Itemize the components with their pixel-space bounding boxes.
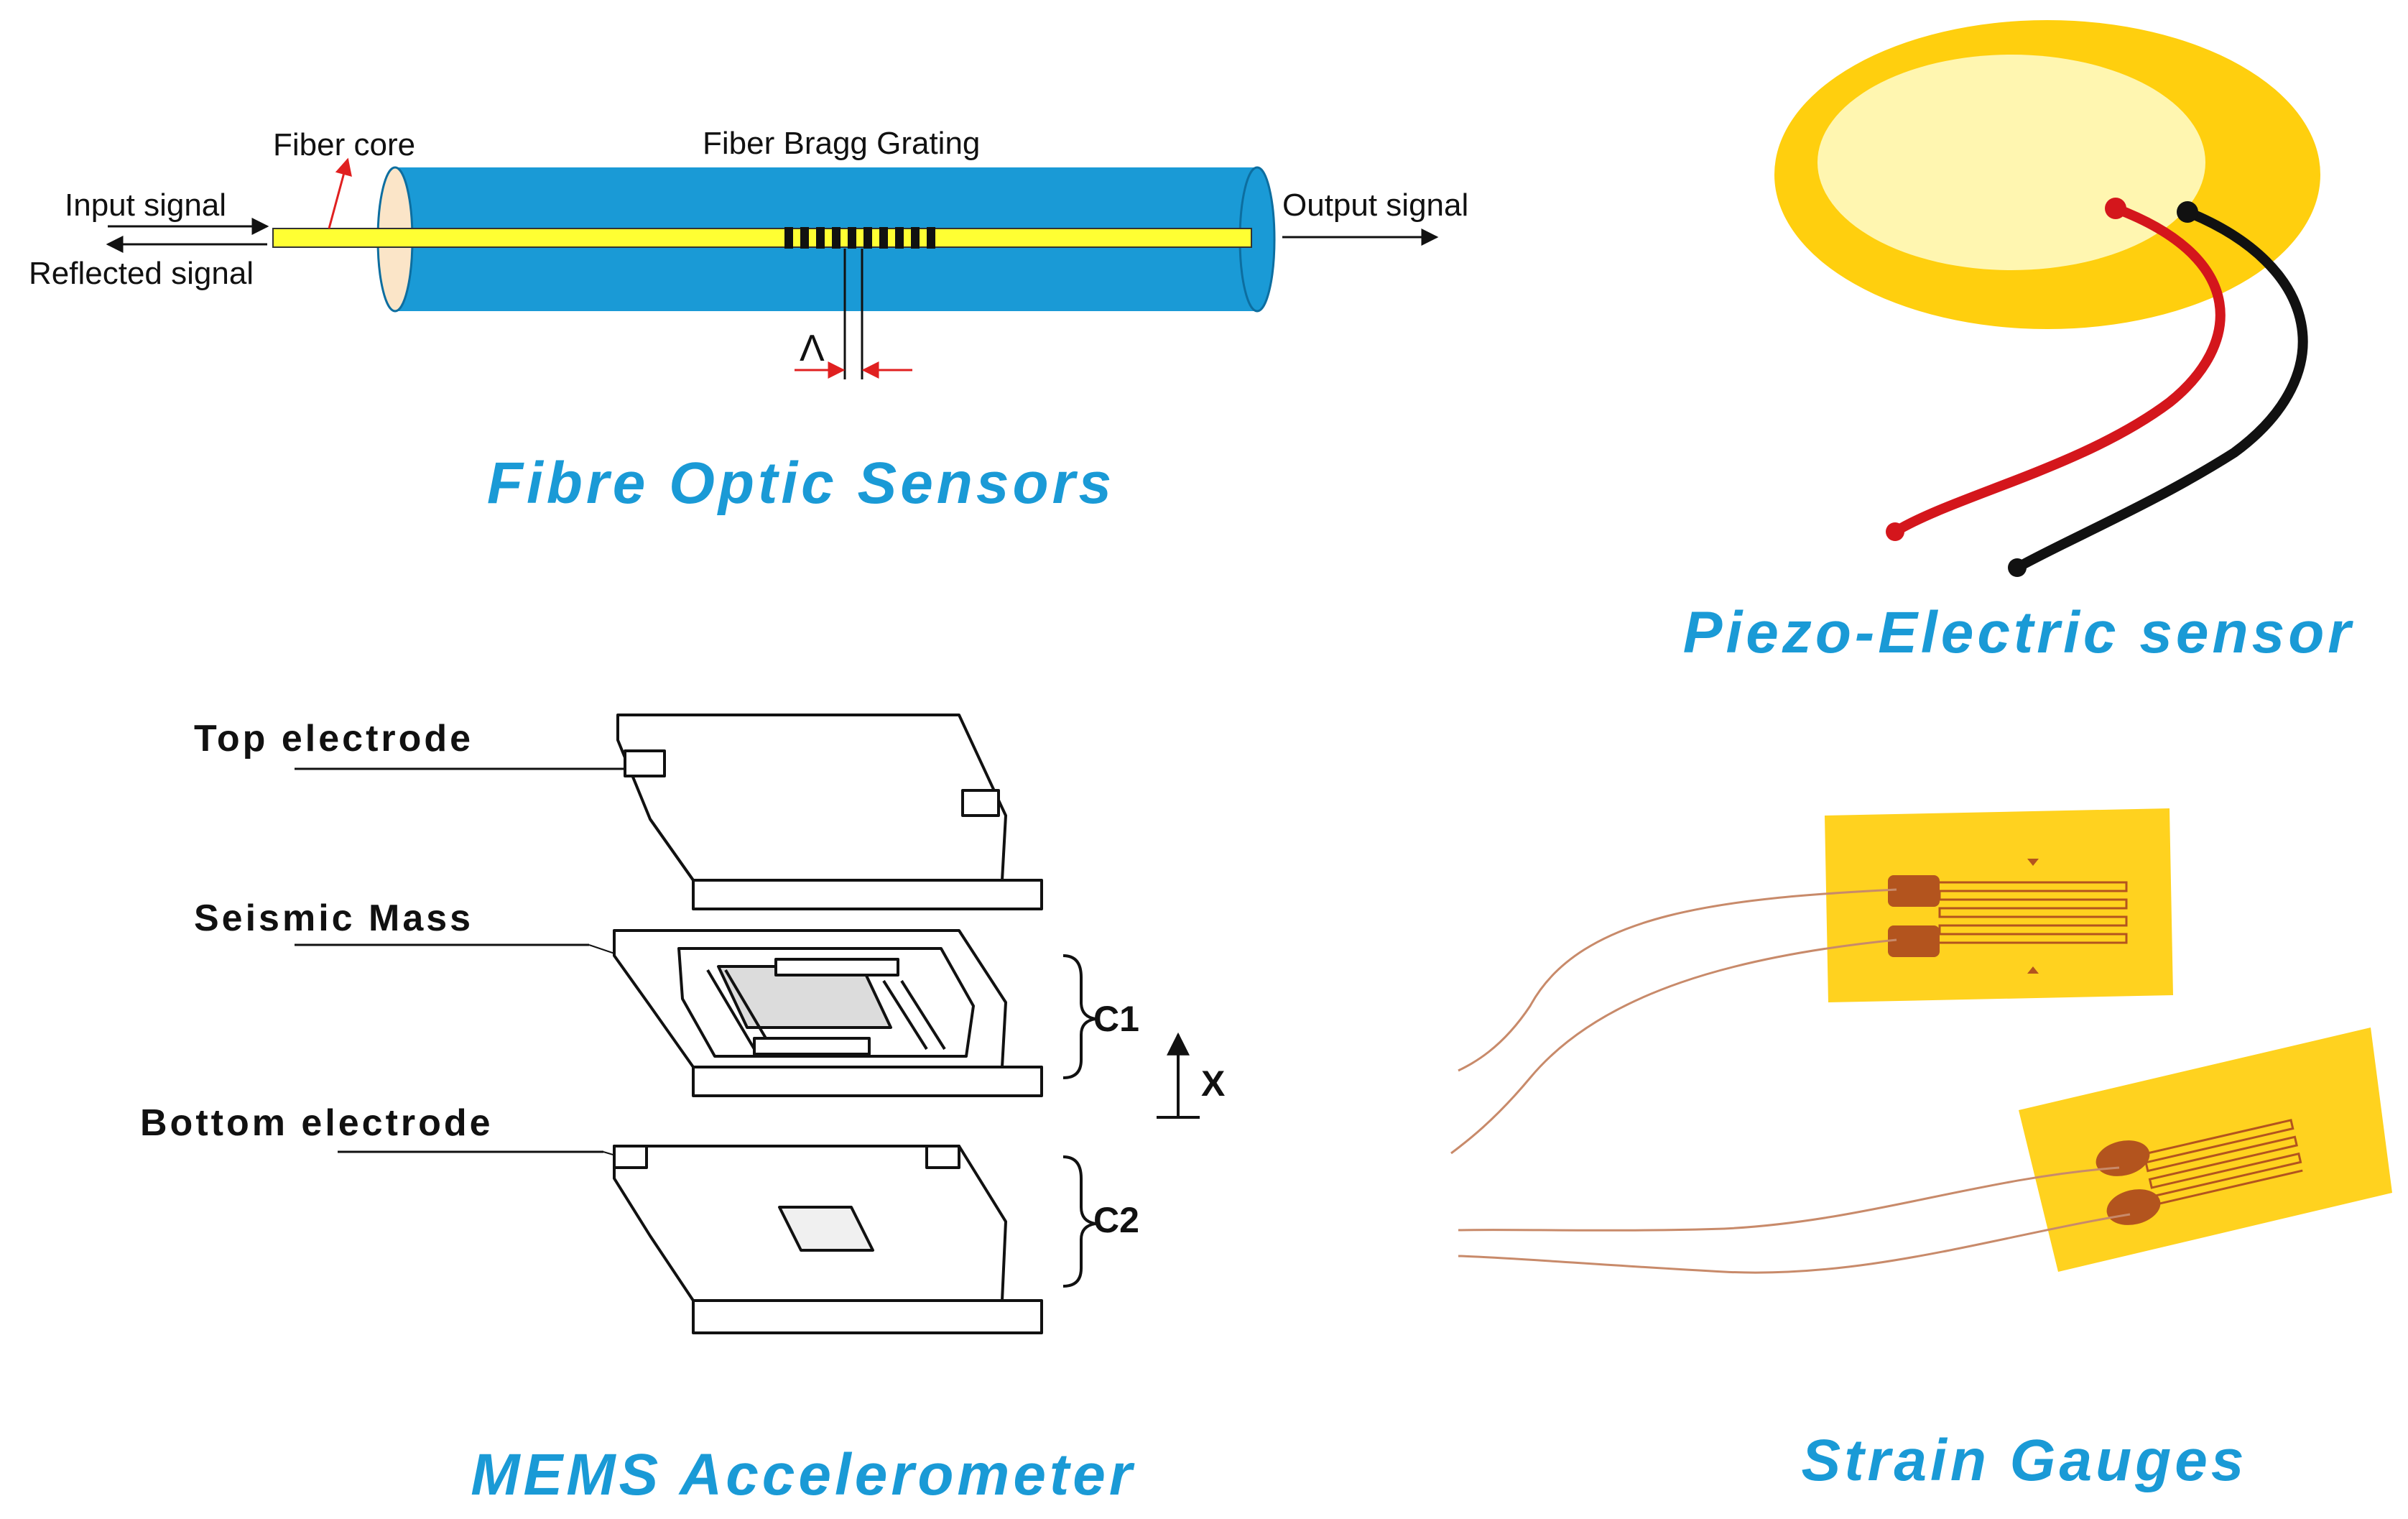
x-axis-label: X xyxy=(1201,1063,1225,1104)
output-signal-label: Output signal xyxy=(1282,188,1468,223)
strain-gauge-1 xyxy=(1825,808,2173,1002)
fibre-optic-caption: Fibre Optic Sensors xyxy=(487,451,1115,516)
c1-label: C1 xyxy=(1093,999,1139,1039)
red-wire xyxy=(1890,203,2226,537)
c2-label: C2 xyxy=(1093,1200,1139,1240)
black-wire-end xyxy=(2008,558,2027,577)
top-electrode-plate xyxy=(616,714,1043,910)
fiber-core xyxy=(272,228,1252,248)
bottom-electrode-label: Bottom electrode xyxy=(140,1102,494,1144)
strain-gauge-wires xyxy=(1450,888,2131,1274)
bragg-grating xyxy=(784,227,935,249)
strain-gauge-2 xyxy=(2019,1028,2392,1272)
mems-panel: Top electrode Seismic Mass Bottom electr… xyxy=(140,714,1225,1508)
red-wire-contact xyxy=(2105,198,2126,219)
seismic-mass-label: Seismic Mass xyxy=(194,897,473,939)
strain-gauges-caption: Strain Gauges xyxy=(1802,1428,2248,1493)
top-electrode-label: Top electrode xyxy=(194,718,473,760)
c2-bracket xyxy=(1062,1155,1096,1288)
reflected-signal-label: Reflected signal xyxy=(29,256,254,291)
strain-gauges-panel: Strain Gauges xyxy=(1450,808,2392,1493)
seismic-mass-layer xyxy=(613,929,1043,1097)
bragg-grating-label: Fiber Bragg Grating xyxy=(703,126,980,161)
red-wire-end xyxy=(1886,522,1904,541)
piezo-caption: Piezo-Electric sensor xyxy=(1683,600,2354,665)
black-wire xyxy=(2012,207,2308,573)
black-wire-contact xyxy=(2177,201,2198,223)
bottom-electrode-plate xyxy=(613,1145,1043,1334)
fiber-core-label: Fiber core xyxy=(273,127,415,162)
fibre-optic-panel: Λ Fiber core Fiber Bragg Grating Input s… xyxy=(29,126,1468,516)
period-label: Λ xyxy=(800,328,825,369)
piezo-panel: Piezo-Electric sensor xyxy=(1683,20,2354,665)
fiber-core-pointer xyxy=(328,157,352,229)
mems-caption: MEMS Accelerometer xyxy=(471,1442,1136,1508)
input-signal-label: Input signal xyxy=(65,188,226,223)
c1-bracket xyxy=(1062,954,1096,1079)
piezo-disc-inner xyxy=(1817,55,2205,270)
